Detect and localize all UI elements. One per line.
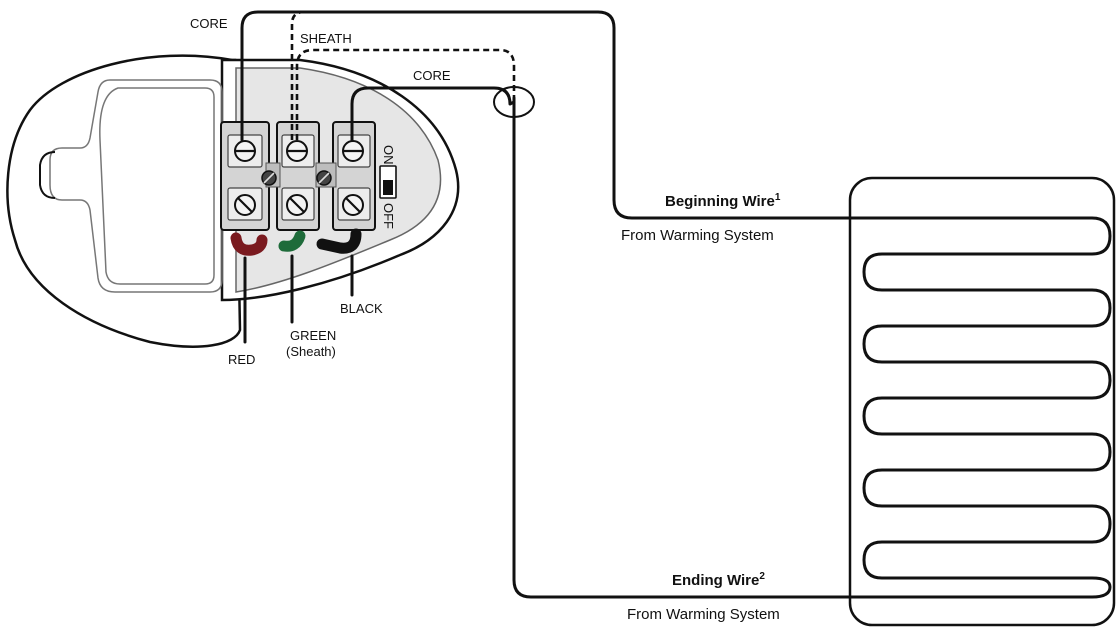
green-lead <box>278 230 306 252</box>
switch-on-label: ON <box>381 145 396 165</box>
screw-icon <box>342 140 364 162</box>
screw-icon <box>234 194 256 216</box>
ending-wire-label: Ending Wire2 <box>672 571 765 589</box>
green-sheath-label: (Sheath) <box>286 344 336 359</box>
green-label: GREEN <box>290 328 336 343</box>
screw-icon <box>342 194 364 216</box>
sheath-label: SHEATH <box>300 31 352 46</box>
housing-tab <box>39 151 56 199</box>
housing-panel <box>49 79 223 293</box>
heating-mat-outline <box>848 176 1116 627</box>
core-top-label: CORE <box>190 16 228 31</box>
red-label: RED <box>228 352 255 367</box>
black-lead <box>316 228 362 254</box>
core-wire-ending <box>512 96 858 599</box>
switch-off-label: OFF <box>381 203 396 229</box>
screw-icon <box>286 194 308 216</box>
housing-panel-inner <box>99 87 215 285</box>
beginning-wire-label: Beginning Wire1 <box>665 192 781 210</box>
on-off-switch[interactable] <box>379 165 397 199</box>
sheath-wire-loop <box>295 48 516 140</box>
heating-cable <box>854 216 1112 599</box>
ending-wire-sub-label: From Warming System <box>627 606 780 623</box>
red-lead <box>230 232 268 256</box>
beginning-wire-sub-label: From Warming System <box>621 227 774 244</box>
sheath-wire-top <box>290 10 305 140</box>
core-wire-inner <box>350 86 516 142</box>
thermostat-housing <box>6 54 242 348</box>
core-wire-beginning <box>240 10 858 220</box>
screw-icon <box>234 140 256 162</box>
screw-icon <box>286 140 308 162</box>
black-label: BLACK <box>340 301 383 316</box>
terminal-block-red <box>220 121 270 231</box>
core-inner-label: CORE <box>413 68 451 83</box>
